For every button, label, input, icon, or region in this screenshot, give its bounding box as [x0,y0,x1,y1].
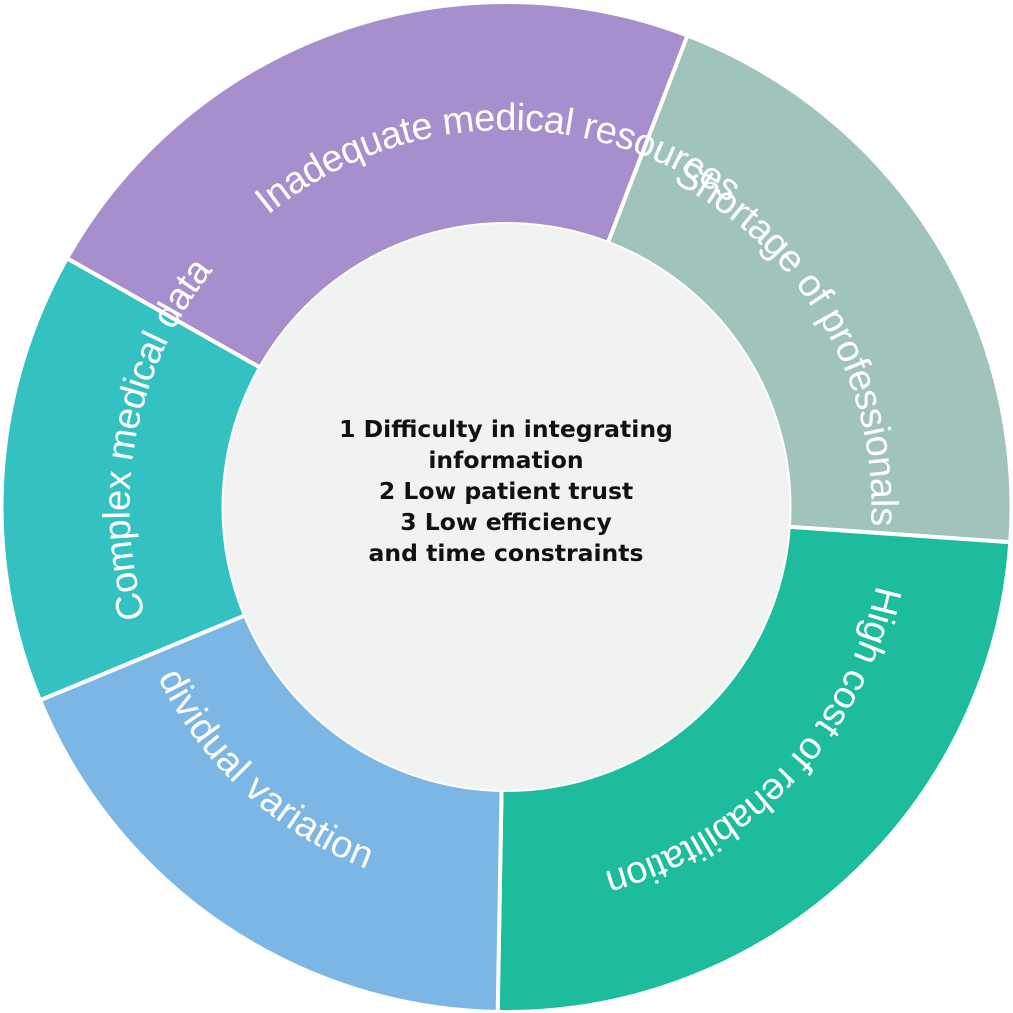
center-line-4: 3 Low efficiency [400,508,612,536]
center-challenges-text: 1 Difficulty in integrating information … [286,414,726,569]
center-line-2: information [428,446,584,474]
ring-segment-3 [495,524,1013,1013]
center-circle [223,224,790,790]
center-line-3: 2 Low patient trust [378,477,634,505]
center-line-5: and time constraints [368,539,644,567]
center-line-1: 1 Difficulty in integrating [339,415,673,443]
